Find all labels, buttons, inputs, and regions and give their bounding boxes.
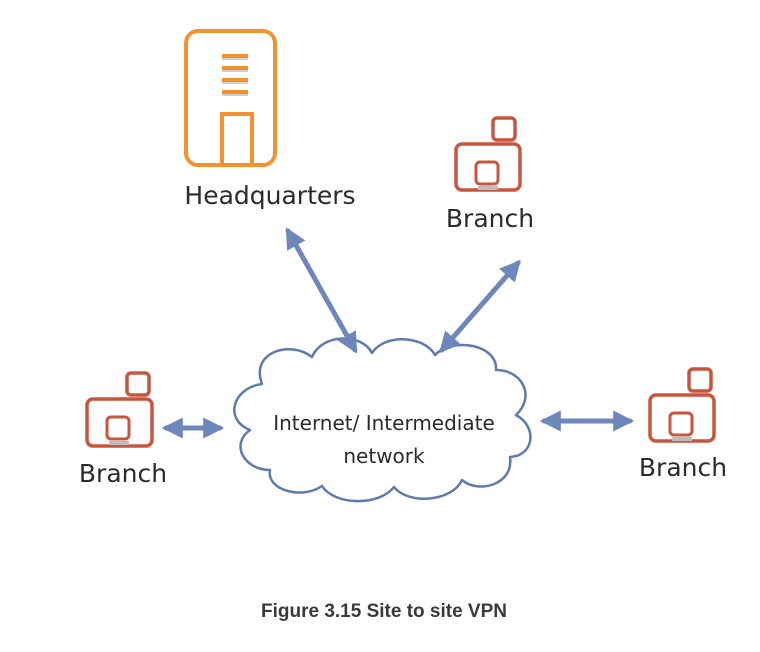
branch-top-network-arrow bbox=[439, 259, 521, 354]
branch-right-label: Branch bbox=[639, 453, 727, 482]
headquarters-building-icon bbox=[184, 29, 277, 167]
cloud-icon bbox=[233, 337, 532, 503]
headquarters-label: Headquarters bbox=[184, 181, 355, 210]
network-label-line1: Internet/ Intermediate bbox=[273, 411, 495, 435]
branch-office-icon bbox=[454, 116, 522, 192]
branch-left-label: Branch bbox=[79, 459, 167, 488]
branch-top-right-label: Branch bbox=[446, 204, 534, 233]
network-label-line2: network bbox=[343, 444, 425, 468]
branch-office-icon bbox=[85, 371, 154, 448]
branch-office-icon bbox=[648, 367, 716, 443]
figure-caption: Figure 3.15 Site to site VPN bbox=[261, 601, 507, 622]
headquarters-network-arrow bbox=[285, 227, 358, 354]
